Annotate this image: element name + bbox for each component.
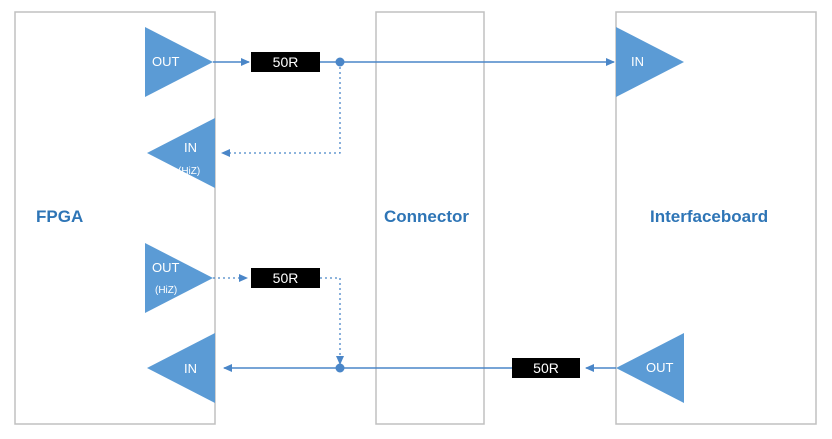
wire-feedback-dotted xyxy=(221,62,341,157)
connector-block xyxy=(375,11,485,425)
wire-r2-down-dotted xyxy=(320,277,344,365)
svg-text:IN: IN xyxy=(631,54,644,69)
resistor-r2: 50R xyxy=(251,268,320,288)
buffer-fpga-in-hiz: IN (HiZ) xyxy=(147,118,215,188)
svg-text:(HiZ): (HiZ) xyxy=(155,285,177,296)
svg-text:OUT: OUT xyxy=(646,360,674,375)
buffer-fpga-out: OUT xyxy=(145,27,213,97)
connector-label: Connector xyxy=(384,207,469,226)
buffer-fpga-in: IN xyxy=(147,333,215,403)
buffer-ib-in: IN xyxy=(616,27,684,97)
interfaceboard-label: Interfaceboard xyxy=(650,207,768,226)
svg-text:OUT: OUT xyxy=(152,54,180,69)
svg-text:50R: 50R xyxy=(273,54,299,70)
svg-text:OUT: OUT xyxy=(152,260,180,275)
buffer-ib-out: OUT xyxy=(616,333,684,403)
junction-dot-top xyxy=(335,57,345,67)
svg-text:(HiZ): (HiZ) xyxy=(178,166,200,177)
fpga-block xyxy=(14,11,216,425)
svg-text:IN: IN xyxy=(184,361,197,376)
buffer-fpga-out-hiz: OUT (HiZ) xyxy=(145,243,213,313)
svg-text:50R: 50R xyxy=(273,270,299,286)
fpga-label: FPGA xyxy=(36,207,83,226)
interfaceboard-block xyxy=(615,11,817,425)
junction-dot-bottom xyxy=(335,363,345,373)
svg-text:IN: IN xyxy=(184,140,197,155)
resistor-r3: 50R xyxy=(512,358,580,378)
svg-text:50R: 50R xyxy=(533,360,559,376)
resistor-r1: 50R xyxy=(251,52,320,72)
